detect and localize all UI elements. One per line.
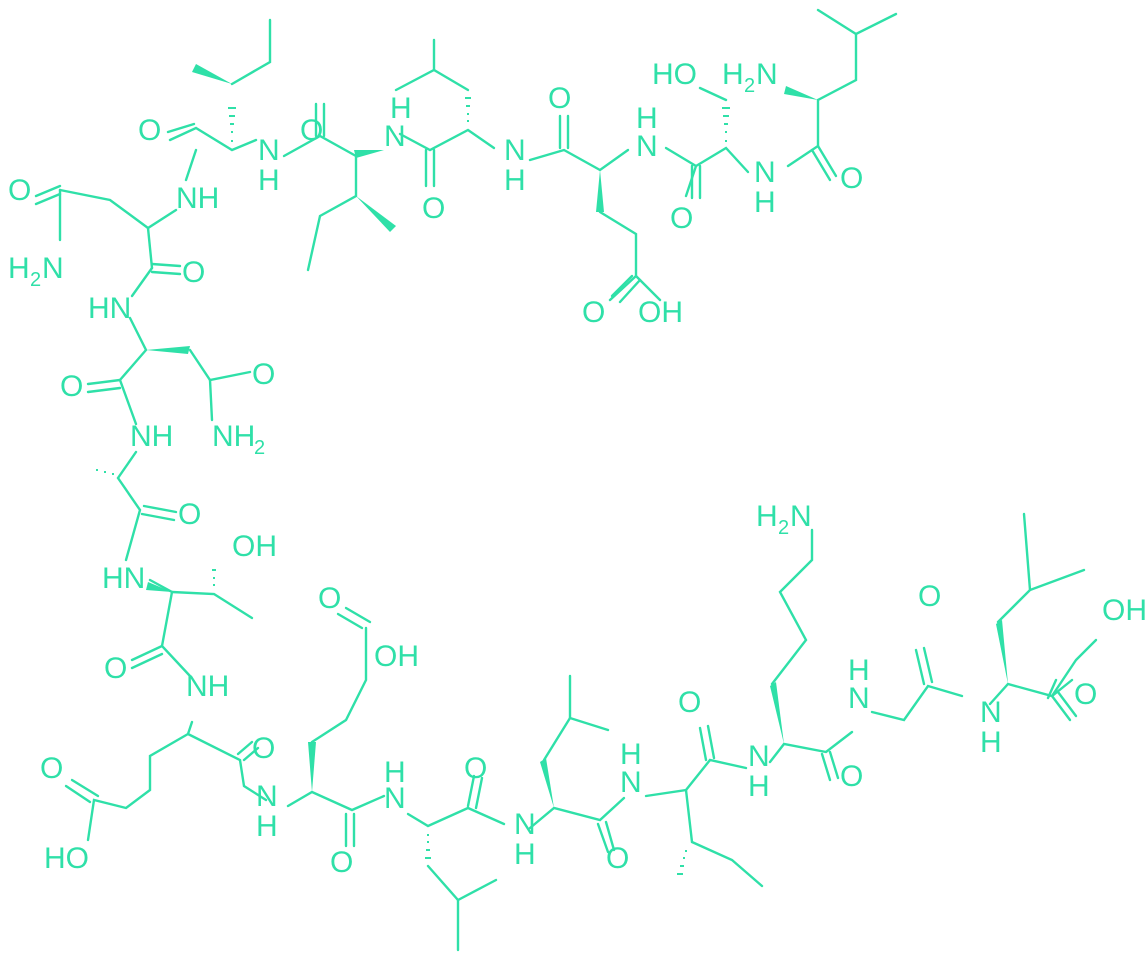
atom-label: N [636,130,658,163]
atom-label: O [330,846,353,879]
atom-label: N [384,120,406,153]
atom-label: NH [186,670,229,703]
atom-label: N [790,500,812,533]
atom-label: H [8,252,30,285]
hash-bond [677,850,687,875]
atom-label: H [384,756,406,789]
atom-label: O [60,370,83,403]
atom-label: O [918,580,941,613]
atom-label: O [548,82,571,115]
atom-label: N [748,740,770,773]
atom-label: OH [638,296,683,329]
atom-label: H [980,726,1002,759]
atom-label: HO [652,58,697,91]
atom-label: O [840,162,863,195]
atom-label: O [104,652,127,685]
atom-label: H [390,92,412,125]
hash-bond [425,834,431,859]
atom-label: O [840,760,863,793]
atom-label: N [384,782,406,815]
atom-label: OH [232,530,277,563]
atom-label: H [722,58,744,91]
atom-label: H [748,770,770,803]
atom-label: OH [374,640,419,673]
atom-label: O [300,114,323,147]
atom-label: H [636,102,658,135]
atom-label: O [670,202,693,235]
atom-label: NH [176,182,219,215]
atom-label: H [504,164,526,197]
atom-label: H [258,164,280,197]
atom-label: H [620,738,642,771]
atom-label: 2 [744,75,755,97]
atom-label: O [1074,678,1097,711]
atom-label: OH [1102,594,1147,627]
atom-label: N [756,58,778,91]
atom-label: 2 [778,517,789,539]
atom-label: N [848,682,870,715]
atom-label: N [504,134,526,167]
atom-label: H [848,654,870,687]
atom-label: O [182,256,205,289]
atom-label: NH [212,420,255,453]
atom-label: N [620,766,642,799]
atom-label: N [754,156,776,189]
atom-label: N [980,696,1002,729]
atom-label: H [514,838,536,871]
hash-bond [212,569,216,586]
atom-label: H [756,500,778,533]
atom-label: O [464,752,487,785]
atom-label: N [514,808,536,841]
atom-label: O [582,296,605,329]
atom-label: N [256,780,278,813]
atom-label: O [252,358,275,391]
atom-label: H [256,810,278,843]
atom-label: O [252,732,275,765]
atom-label: 2 [254,437,265,459]
atom-label: 2 [30,269,41,291]
hash-bond [228,107,236,142]
bond-lines [34,8,1098,952]
atom-label: HN [88,292,131,325]
hash-bond [96,469,114,475]
atom-label: O [606,842,629,875]
hash-bond [722,107,730,142]
atom-label: O [178,498,201,531]
atom-label: O [678,686,701,719]
atom-label: NH [130,420,173,453]
atom-label: O [138,114,161,147]
atom-label: O [40,752,63,785]
atom-label: N [42,252,64,285]
atom-label: O [318,582,341,615]
atom-label: N [258,134,280,167]
atom-label: HO [44,842,89,875]
atom-label: HN [102,562,145,595]
atom-label: O [8,174,31,207]
atom-label: O [422,192,445,225]
atom-label: H [754,186,776,219]
hash-bond [465,97,471,122]
